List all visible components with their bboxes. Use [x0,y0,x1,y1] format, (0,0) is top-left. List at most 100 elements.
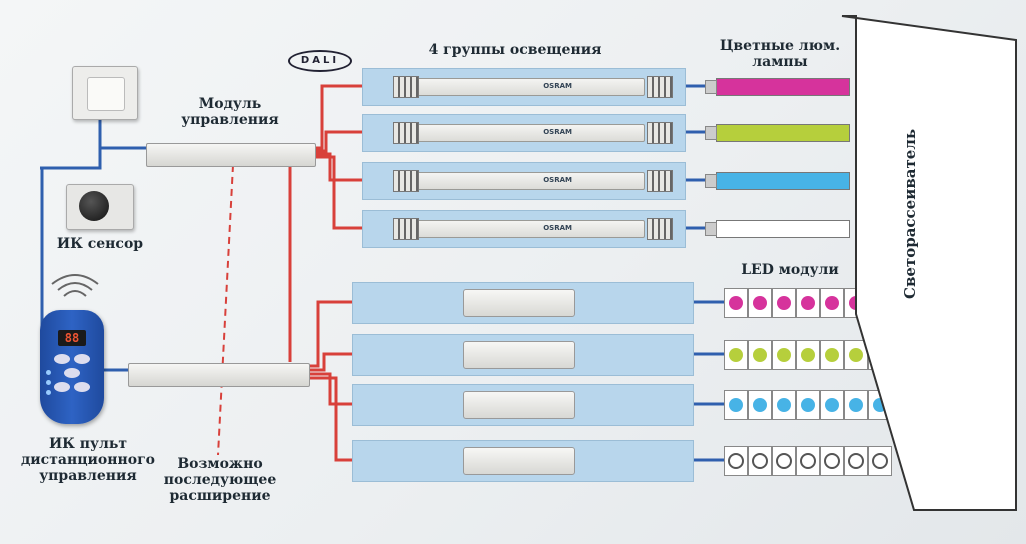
led-dot-icon [872,453,888,469]
led-dot-icon [728,453,744,469]
led-cell [820,340,844,370]
dali-control-module-1 [146,143,316,167]
terminal-block [647,170,673,192]
led-cell [748,288,772,318]
led-cell [844,390,868,420]
led-cell [748,446,772,476]
led-driver [463,289,575,317]
led-dot-icon [801,398,815,412]
led-dot-icon [753,398,767,412]
tube-cap [705,80,717,94]
led-dot-icon [849,348,863,362]
led-cell [844,446,868,476]
led-dot-icon [801,348,815,362]
led-dot-icon [729,348,743,362]
led-cell [748,390,772,420]
wall-dimmer-switch [72,66,138,120]
electronic-ballast: OSRAM [403,172,645,190]
led-cell [724,446,748,476]
power-wire [314,152,392,182]
remote-button [74,354,90,364]
terminal-block [393,170,419,192]
ballast-brand: OSRAM [543,224,572,232]
ballast-panel: OSRAM [362,114,686,152]
remote-button [54,382,70,392]
tube-cap [705,174,717,188]
led-dot-icon [729,296,743,310]
remote-led [46,370,51,375]
ballast-panel: OSRAM [362,68,686,106]
ballast-brand: OSRAM [543,176,572,184]
remote-button [54,354,70,364]
led-cell [724,340,748,370]
led-cell [796,390,820,420]
light-diffuser [841,15,1017,511]
led-cell [820,288,844,318]
fluorescent-tube [705,78,850,96]
remote-display: 88 [58,330,86,346]
led-cell [772,446,796,476]
color-lamps-label: Цветные люм. лампы [719,38,841,71]
led-cell [772,390,796,420]
led-cell [868,446,892,476]
ir-sensor-device [66,184,134,230]
ir-signal-icon [51,274,99,297]
electronic-ballast: OSRAM [403,220,645,238]
led-module-strip [724,446,892,476]
ir-remote-control: 88 [40,310,104,424]
fluorescent-tube [705,124,850,142]
led-dot-icon [753,348,767,362]
led-dot-icon [825,348,839,362]
power-wire [314,84,392,150]
terminal-block [647,218,673,240]
tube-cap [705,222,717,236]
led-dot-icon [824,453,840,469]
ballast-brand: OSRAM [543,128,572,136]
led-driver-panel [352,334,694,376]
led-driver [463,391,575,419]
bus-wire [40,148,102,170]
led-dot-icon [776,453,792,469]
led-driver-panel [352,282,694,324]
ballast-panel: OSRAM [362,162,686,200]
led-driver-panel [352,440,694,482]
dali-control-module-2 [128,363,310,387]
tube-cap [705,126,717,140]
terminal-block [647,122,673,144]
remote-button [74,382,90,392]
bus-wire [98,118,148,150]
remote-button [64,368,80,378]
led-driver-panel [352,384,694,426]
led-cell [820,446,844,476]
terminal-block [393,218,419,240]
ir-sensor-knob-icon [79,191,109,221]
remote-led [46,380,51,385]
ballast-brand: OSRAM [543,82,572,90]
fluorescent-tube [705,172,850,190]
led-dot-icon [752,453,768,469]
terminal-block [647,76,673,98]
led-cell [748,340,772,370]
led-cell [772,340,796,370]
led-driver [463,341,575,369]
led-cell [796,446,820,476]
electronic-ballast: OSRAM [403,124,645,142]
electronic-ballast: OSRAM [403,78,645,96]
remote-label: ИК пульт дистанционного управления [20,436,156,485]
led-dot-icon [800,453,816,469]
led-dot-icon [849,398,863,412]
led-dot-icon [777,296,791,310]
led-cell [796,288,820,318]
led-cell [724,288,748,318]
led-dot-icon [825,296,839,310]
ir-sensor-label: ИК сенсор [56,236,144,252]
diffuser-label: Светорассеиватель [901,128,919,299]
led-modules-label: LED модули [741,262,839,278]
led-cell [820,390,844,420]
ballast-panel: OSRAM [362,210,686,248]
led-dot-icon [777,398,791,412]
led-dot-icon [777,348,791,362]
fluorescent-tube [705,220,850,238]
led-dot-icon [801,296,815,310]
